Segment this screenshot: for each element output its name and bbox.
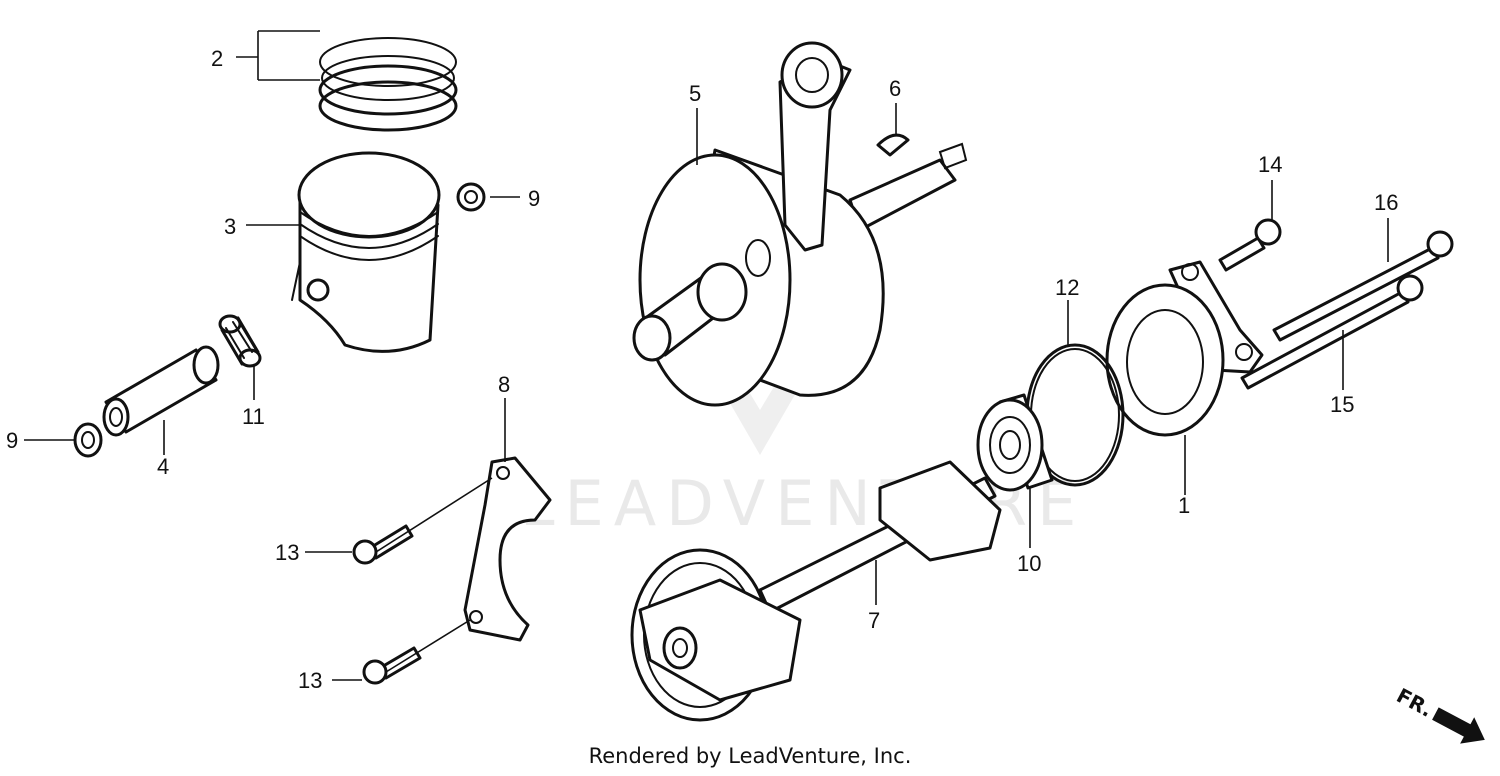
callout-5: 5 [689, 81, 701, 106]
callout-13-upper: 13 [275, 540, 299, 565]
callout-3: 3 [224, 214, 236, 239]
callout-7: 7 [868, 608, 880, 633]
callout-11: 11 [242, 404, 265, 429]
bolt-13-lower[interactable] [362, 646, 422, 685]
needle-bearing[interactable] [218, 314, 262, 368]
balancer-shaft[interactable] [630, 460, 1002, 722]
piston-pin[interactable] [102, 345, 220, 437]
bolt-long-16[interactable] [1272, 230, 1454, 342]
callout-6: 6 [889, 76, 901, 101]
callout-14: 14 [1258, 152, 1282, 177]
callout-16: 16 [1374, 190, 1398, 215]
piston-rings[interactable] [318, 37, 458, 132]
bearing-holder[interactable] [1105, 260, 1264, 437]
callout-12: 12 [1055, 275, 1079, 300]
piston-pin-clip-upper[interactable] [456, 182, 486, 212]
bolt-long-15[interactable] [1240, 274, 1424, 390]
callout-9-upper: 9 [528, 186, 540, 211]
ball-bearing[interactable] [976, 393, 1054, 492]
bracket-plate[interactable] [463, 456, 552, 642]
direction-label: FR. [1393, 683, 1437, 722]
front-direction-indicator: FR. [1393, 683, 1485, 744]
callout-1: 1 [1178, 493, 1190, 518]
piston-pin-clip-lower[interactable] [73, 422, 103, 458]
crankshaft[interactable] [632, 41, 968, 407]
callout-4: 4 [157, 454, 169, 479]
callout-13-lower: 13 [298, 668, 322, 693]
direction-arrow-icon [1432, 707, 1485, 744]
bolt-13-upper[interactable] [352, 524, 414, 565]
bolt-short[interactable] [1218, 218, 1282, 272]
footer-credit: Rendered by LeadVenture, Inc. [588, 744, 912, 768]
callout-2: 2 [211, 46, 223, 71]
callout-8: 8 [498, 372, 510, 397]
callout-9-lower: 9 [6, 428, 18, 453]
leader-lines [24, 30, 1389, 681]
callout-15: 15 [1330, 392, 1354, 417]
callouts: 2 3 9 9 4 11 5 6 8 13 13 7 10 12 1 14 16… [6, 46, 1398, 693]
callout-10: 10 [1017, 551, 1041, 576]
piston[interactable] [291, 151, 441, 353]
woodruff-key[interactable] [876, 133, 910, 157]
